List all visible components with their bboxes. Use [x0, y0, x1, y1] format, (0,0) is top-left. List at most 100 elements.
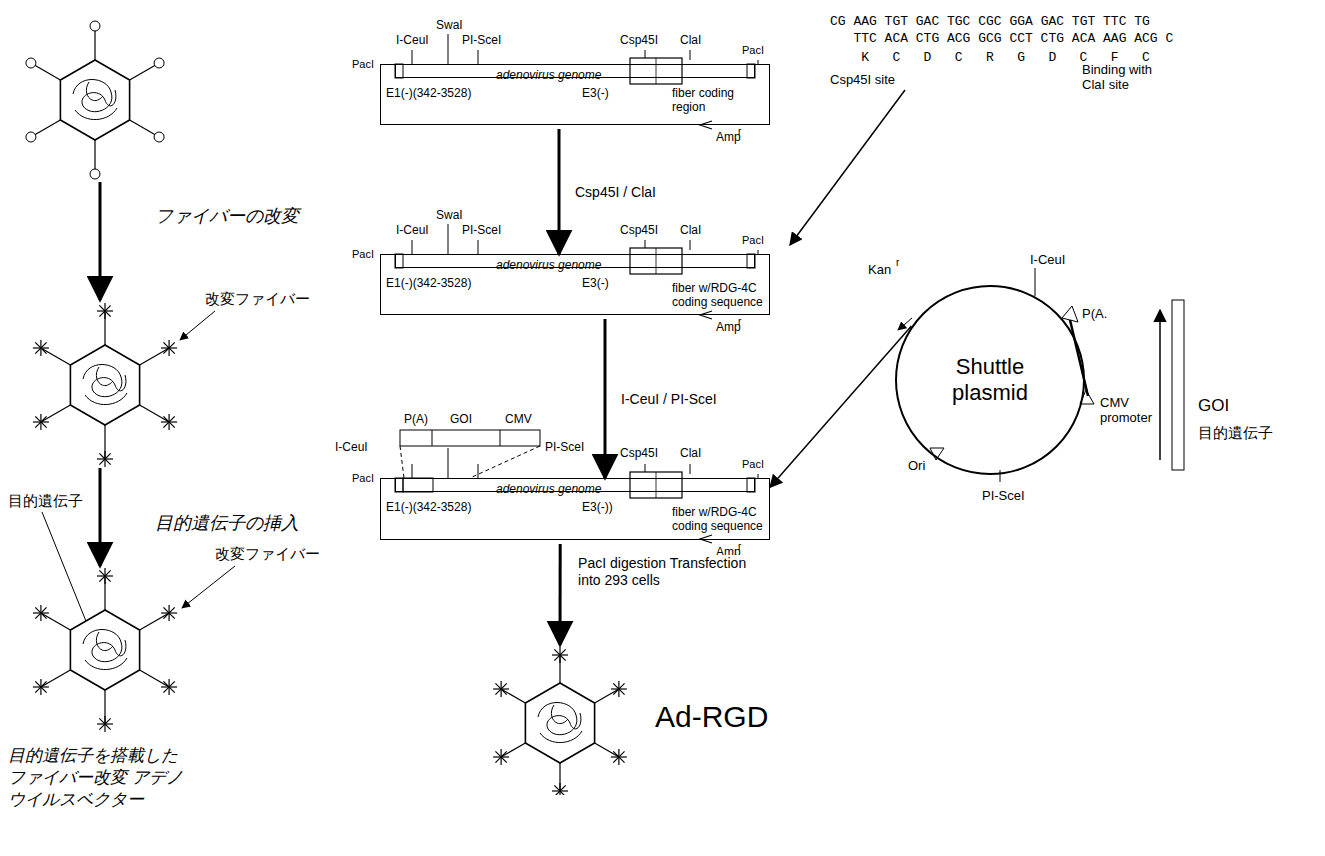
drawing-stroke	[395, 34, 758, 129]
part-label: PacI	[742, 458, 764, 471]
modified-fiber-knob	[35, 342, 46, 353]
edge-label: PacI digestion Transfection into 293 cel…	[576, 555, 770, 589]
dna-sequence: CG AAG TGT GAC TGC CGC GGA GAC TGT TTC T…	[830, 14, 1150, 30]
drawing-stroke	[403, 478, 433, 492]
part-label: r	[738, 126, 741, 138]
drawing-stroke	[500, 430, 501, 446]
fiber	[140, 348, 169, 365]
fiber	[501, 743, 525, 757]
drawing-stroke	[1159, 310, 1161, 460]
site-label: Csp45I site	[830, 72, 895, 88]
part-label: fiber w/RDG-4C coding sequence	[672, 281, 767, 309]
modified-fiber-knob	[495, 751, 506, 762]
callout-label: 目的遺伝子	[8, 492, 83, 510]
site-label: Binding with ClaI site	[1082, 62, 1177, 92]
genome-bar: adenovirus genome	[395, 64, 755, 78]
capsid-hexagon	[525, 683, 594, 763]
process-arrow	[604, 319, 607, 478]
part-label: E1(-)(342-3528)	[386, 86, 471, 100]
part-label: Csp45I	[620, 223, 658, 237]
part-label: GOI	[1198, 396, 1229, 416]
drawing-stroke	[400, 430, 540, 446]
part-label: ClaI	[680, 223, 701, 237]
part-label: I-CeuI	[1030, 252, 1065, 268]
fiber-knob	[90, 21, 100, 31]
drawing-stroke	[432, 430, 433, 446]
part-label: PacI	[352, 58, 374, 71]
fiber	[41, 405, 70, 422]
part-label: Csp45I	[620, 446, 658, 460]
virus-particles	[26, 21, 177, 732]
fiber	[41, 670, 70, 687]
modified-fiber-knob	[99, 453, 110, 464]
dna-sequence: TTC ACA CTG ACG GCG CCT CTG ACA AAG ACG …	[853, 31, 1173, 47]
fiber-knob	[90, 169, 100, 179]
part-label: E3(-))	[582, 500, 613, 514]
part-label: PI-SceI	[462, 223, 501, 237]
part-label: PacI	[352, 248, 374, 261]
part-label: Amp	[716, 320, 741, 334]
part-label: E3(-)	[582, 86, 609, 100]
capsid-hexagon	[70, 610, 139, 690]
process-arrow	[558, 129, 561, 254]
fiber	[41, 348, 70, 365]
modified-fiber-knob	[99, 570, 110, 581]
part-label: PI-SceI	[462, 33, 501, 47]
part-label: E3(-)	[582, 276, 609, 290]
process-arrow	[99, 468, 102, 566]
plasmid-name: Shuttle plasmid	[935, 354, 1045, 406]
goi-fragment	[1160, 300, 1184, 470]
viral-genome	[83, 365, 127, 405]
virus-particle: Ad-RGD	[480, 645, 640, 795]
virus-name: Ad-RGD	[655, 700, 768, 734]
part-label: r	[896, 257, 899, 269]
viral-genome	[73, 80, 117, 120]
fiber	[140, 670, 169, 687]
insert-arrow	[790, 90, 905, 245]
modified-fiber-knob	[554, 785, 565, 795]
part-label: Ori	[908, 458, 925, 474]
modified-fiber-knob	[554, 649, 565, 660]
process-arrow	[770, 326, 911, 487]
part-label: Kan	[868, 262, 891, 278]
callout-label: 改変ファイバー	[215, 545, 320, 563]
modified-fiber-knob	[163, 416, 174, 427]
genome-label: adenovirus genome	[496, 482, 601, 496]
modified-fiber-knob	[35, 416, 46, 427]
modified-fiber-knob	[99, 718, 110, 729]
part-label: r	[738, 316, 741, 328]
genome-bar: adenovirus genome	[395, 254, 755, 268]
part-label: PI-SceI	[545, 440, 584, 454]
leader-line	[182, 566, 235, 608]
genome-label: adenovirus genome	[496, 258, 601, 272]
drawing-stroke	[1070, 320, 1088, 396]
part-label: P(A)	[404, 412, 428, 426]
part-label: GOI	[450, 412, 472, 426]
fiber	[140, 613, 169, 630]
part-label: SwaI	[436, 208, 463, 222]
part-label: E1(-)(342-3528)	[386, 500, 471, 514]
genome-label: adenovirus genome	[496, 68, 601, 82]
drawing-stroke	[1172, 300, 1184, 470]
process-arrow	[559, 544, 562, 645]
edge-label: I-CeuI / PI-SceI	[619, 391, 719, 408]
fiber-knob	[26, 132, 36, 142]
drawing-stroke	[1062, 306, 1078, 322]
part-label: r	[738, 541, 741, 553]
fiber-knob	[154, 58, 164, 68]
part-label: SwaI	[436, 18, 463, 32]
modified-fiber-knob	[163, 681, 174, 692]
step-label: 目的遺伝子の挿入	[155, 512, 299, 534]
edge-label: Csp45I / ClaI	[573, 184, 658, 201]
part-label: I-CeuI	[396, 33, 429, 47]
part-label: Csp45I	[620, 33, 658, 47]
drawing-stroke	[930, 448, 944, 460]
shuttle-plasmid: Shuttle plasmid	[895, 285, 1085, 475]
part-label: I-CeuI	[335, 440, 368, 454]
part-label: PacI	[742, 234, 764, 247]
fiber	[41, 613, 70, 630]
fiber-knob	[26, 58, 36, 68]
fiber	[595, 743, 619, 757]
virus-drawing	[480, 645, 640, 795]
